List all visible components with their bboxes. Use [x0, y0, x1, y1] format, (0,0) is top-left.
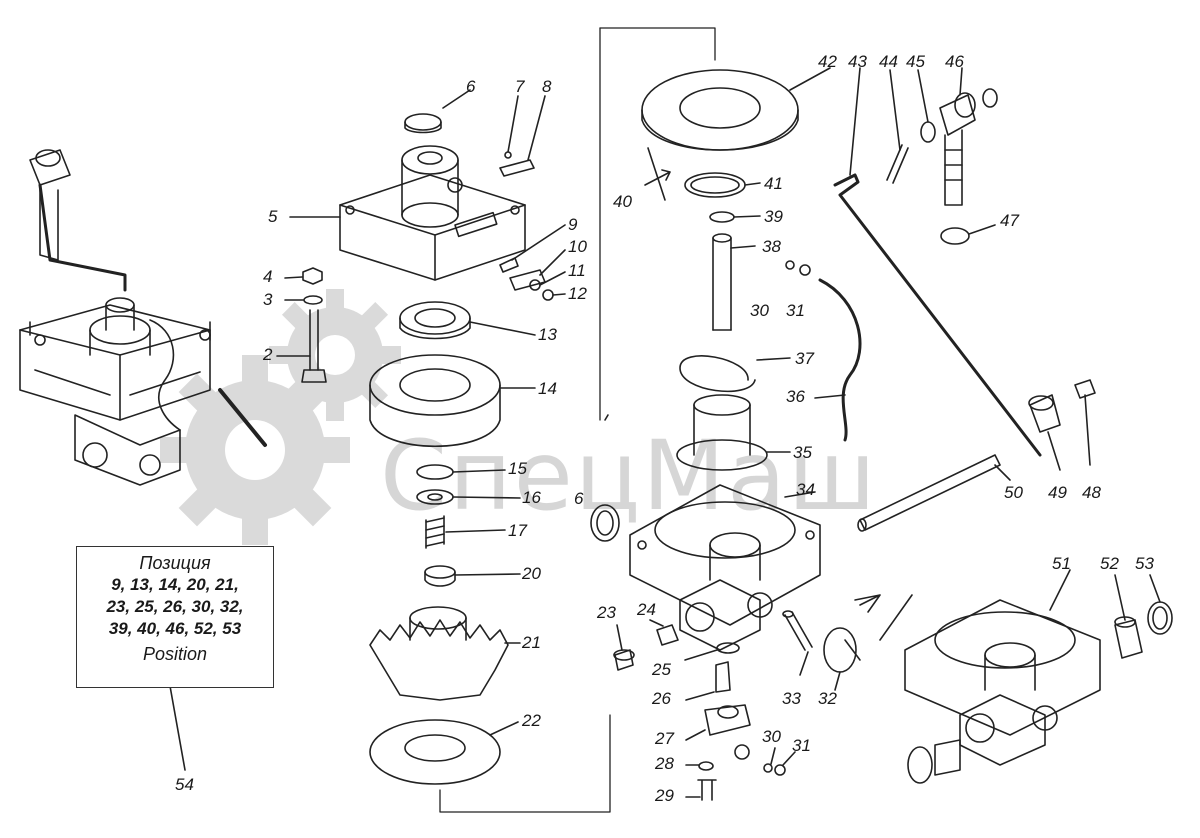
legend-line-1: 9, 13, 14, 20, 21, [111, 575, 239, 594]
part-6-cap [404, 89, 471, 134]
label-50: 50 [1004, 483, 1023, 502]
label-14: 14 [538, 379, 557, 398]
label-41: 41 [764, 174, 783, 193]
label-17: 17 [508, 521, 527, 540]
label-21: 21 [522, 633, 541, 652]
label-28: 28 [655, 754, 674, 773]
label-20: 20 [522, 564, 541, 583]
label-3: 3 [263, 290, 273, 309]
label-16: 16 [522, 488, 541, 507]
parts-23-33-lower [613, 610, 861, 801]
label-30-bottom: 30 [762, 727, 781, 746]
legend-leader-line [169, 685, 186, 771]
label-33: 33 [782, 689, 801, 708]
label-13: 13 [538, 325, 557, 344]
parts-15-20-spring-stack [416, 464, 521, 587]
label-23: 23 [597, 603, 616, 622]
parts-52-53-bushings [1114, 574, 1173, 659]
legend-footer: Position [142, 644, 208, 664]
label-10: 10 [568, 237, 587, 256]
label-36: 36 [786, 387, 805, 406]
label-38: 38 [762, 237, 781, 256]
part-37-circlip [679, 355, 791, 393]
label-4: 4 [263, 267, 273, 286]
label-30-top: 30 [750, 301, 769, 320]
label-24: 24 [637, 600, 656, 619]
part-38-shaft [712, 233, 811, 331]
parts-9-12-small [499, 224, 566, 301]
label-48: 48 [1082, 483, 1101, 502]
label-49: 49 [1048, 483, 1067, 502]
part-5-cover [289, 145, 526, 281]
label-53: 53 [1135, 554, 1154, 573]
label-22: 22 [522, 711, 541, 730]
label-26: 26 [652, 689, 671, 708]
label-31-bottom: 31 [792, 736, 811, 755]
part-34-housing [590, 484, 821, 651]
part-21-rotor [369, 606, 521, 701]
parts-7-8-pin-plate [499, 95, 546, 177]
label-27: 27 [655, 729, 674, 748]
label-46: 46 [945, 52, 964, 71]
label-7: 7 [515, 77, 525, 96]
legend-line-2: 23, 25, 26, 30, 32, [106, 597, 244, 616]
label-54: 54 [175, 775, 194, 794]
part-51-housing [854, 569, 1101, 784]
label-9: 9 [568, 215, 578, 234]
label-11: 11 [568, 261, 586, 280]
part-13-seal-ring [399, 301, 536, 340]
label-40: 40 [613, 192, 632, 211]
parts-39-41 [644, 147, 761, 223]
assembled-valve-drawing [19, 149, 267, 486]
position-legend-box: Позиция 9, 13, 14, 20, 21, 23, 25, 26, 3… [76, 546, 274, 688]
label-39: 39 [764, 207, 783, 226]
part-14-stator [369, 354, 536, 448]
label-5: 5 [268, 207, 278, 226]
label-25: 25 [652, 660, 671, 679]
label-2: 2 [263, 345, 273, 364]
label-35: 35 [793, 443, 812, 462]
parts-2-3-4-bolt [276, 267, 327, 383]
label-51: 51 [1052, 554, 1071, 573]
label-15: 15 [508, 459, 527, 478]
part-22-disc [369, 719, 519, 785]
label-29: 29 [655, 786, 674, 805]
label-31-top: 31 [786, 301, 805, 320]
label-47: 47 [1000, 211, 1019, 230]
label-34: 34 [796, 480, 815, 499]
parts-48-49 [1028, 379, 1096, 471]
part-36-hose [814, 278, 862, 442]
parts-45-47-fitting [917, 67, 998, 245]
part-35-sleeve [676, 394, 791, 471]
label-52: 52 [1100, 554, 1119, 573]
label-32: 32 [818, 689, 837, 708]
label-6-top: 6 [466, 77, 476, 96]
label-45: 45 [906, 52, 925, 71]
label-37: 37 [795, 349, 814, 368]
parts-43-50-rod-tube [833, 67, 1042, 532]
watermark-text: СпецМаш [380, 420, 878, 532]
part-42-diaphragm [641, 67, 831, 151]
label-6-side: 6 [574, 489, 584, 508]
label-43: 43 [848, 52, 867, 71]
legend-title: Позиция [139, 553, 211, 573]
label-42: 42 [818, 52, 837, 71]
legend-line-3: 39, 40, 46, 52, 53 [108, 619, 242, 638]
label-44: 44 [879, 52, 898, 71]
label-12: 12 [568, 284, 587, 303]
assembly-bracket-lines [439, 27, 716, 813]
label-8: 8 [542, 77, 552, 96]
